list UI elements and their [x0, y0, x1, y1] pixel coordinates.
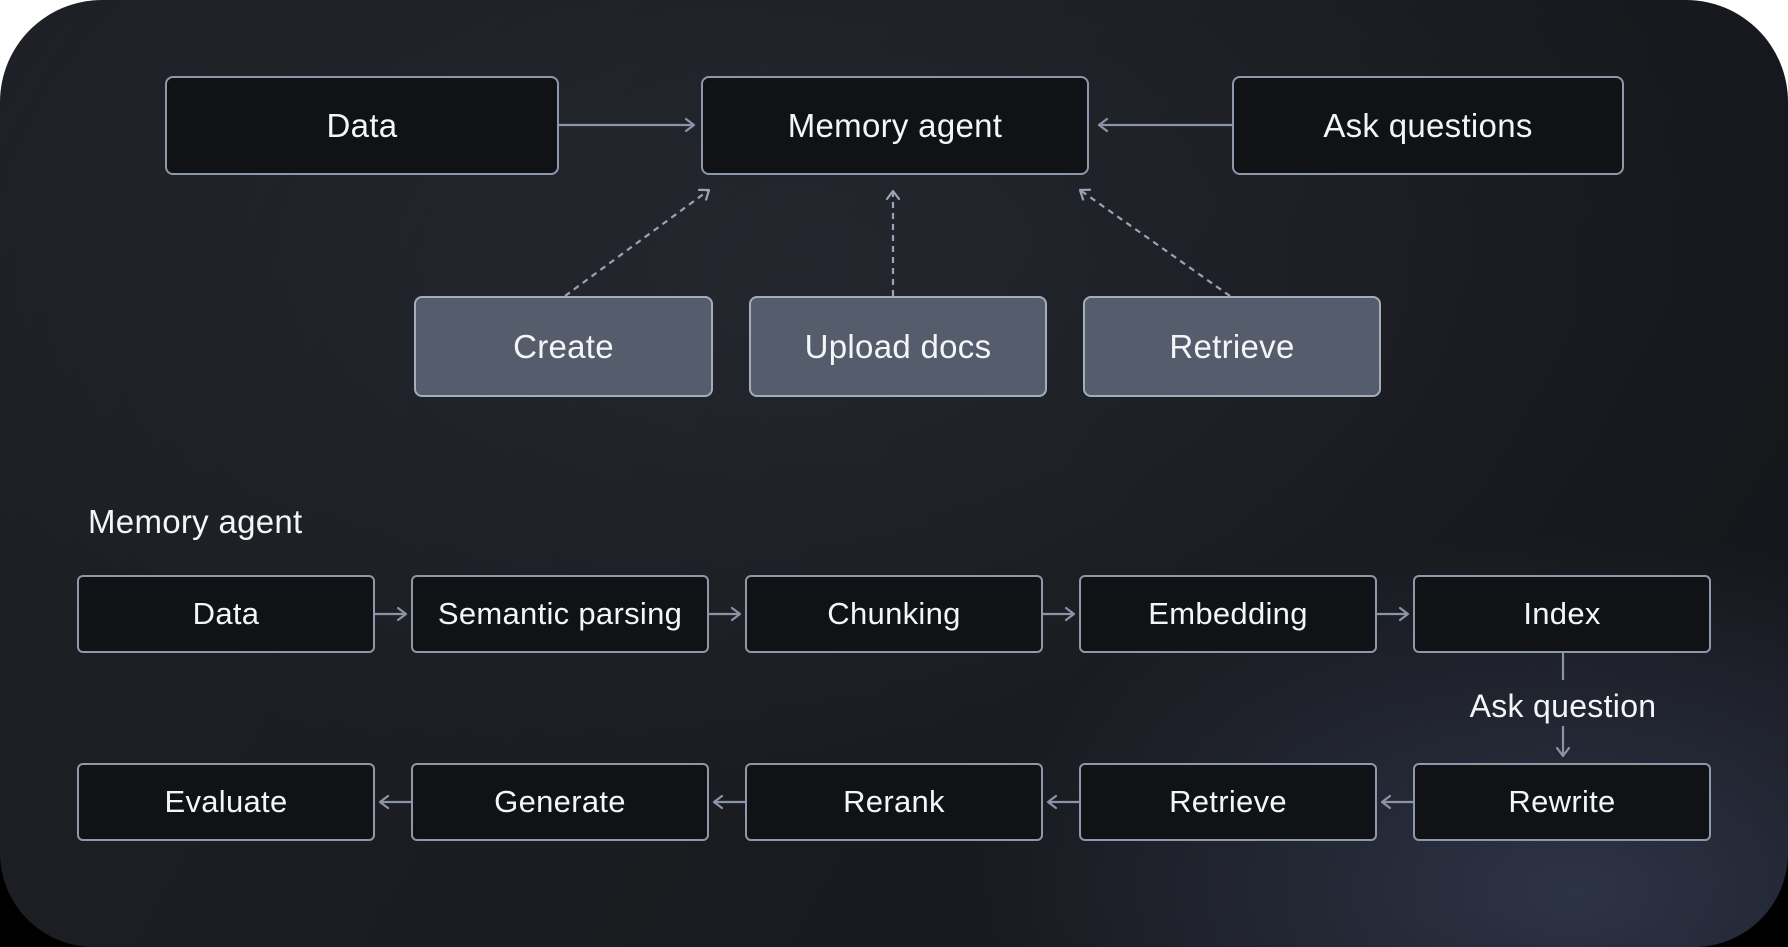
dashed-arrow-retrieve-to-memory-agent [1078, 188, 1231, 297]
node-index: Index [1413, 575, 1711, 653]
node-ask-questions: Ask questions [1232, 76, 1624, 175]
connector-label-ask-question: Ask question [1469, 688, 1657, 724]
node-data-source: Data [165, 76, 559, 175]
node-generate: Generate [411, 763, 709, 841]
node-retrieve-operation: Retrieve [1083, 296, 1381, 397]
node-embedding: Embedding [1079, 575, 1377, 653]
node-chunking: Chunking [745, 575, 1043, 653]
node-semantic-parsing: Semantic parsing [411, 575, 709, 653]
node-upload-docs: Upload docs [749, 296, 1047, 397]
node-pipeline-retrieve: Retrieve [1079, 763, 1377, 841]
node-pipeline-data: Data [77, 575, 375, 653]
pipeline-section-title: Memory agent [88, 503, 303, 540]
node-rewrite: Rewrite [1413, 763, 1711, 841]
dashed-arrow-create-to-memory-agent [564, 188, 711, 297]
node-rerank: Rerank [745, 763, 1043, 841]
node-memory-agent: Memory agent [701, 76, 1089, 175]
node-evaluate: Evaluate [77, 763, 375, 841]
node-create: Create [414, 296, 713, 397]
